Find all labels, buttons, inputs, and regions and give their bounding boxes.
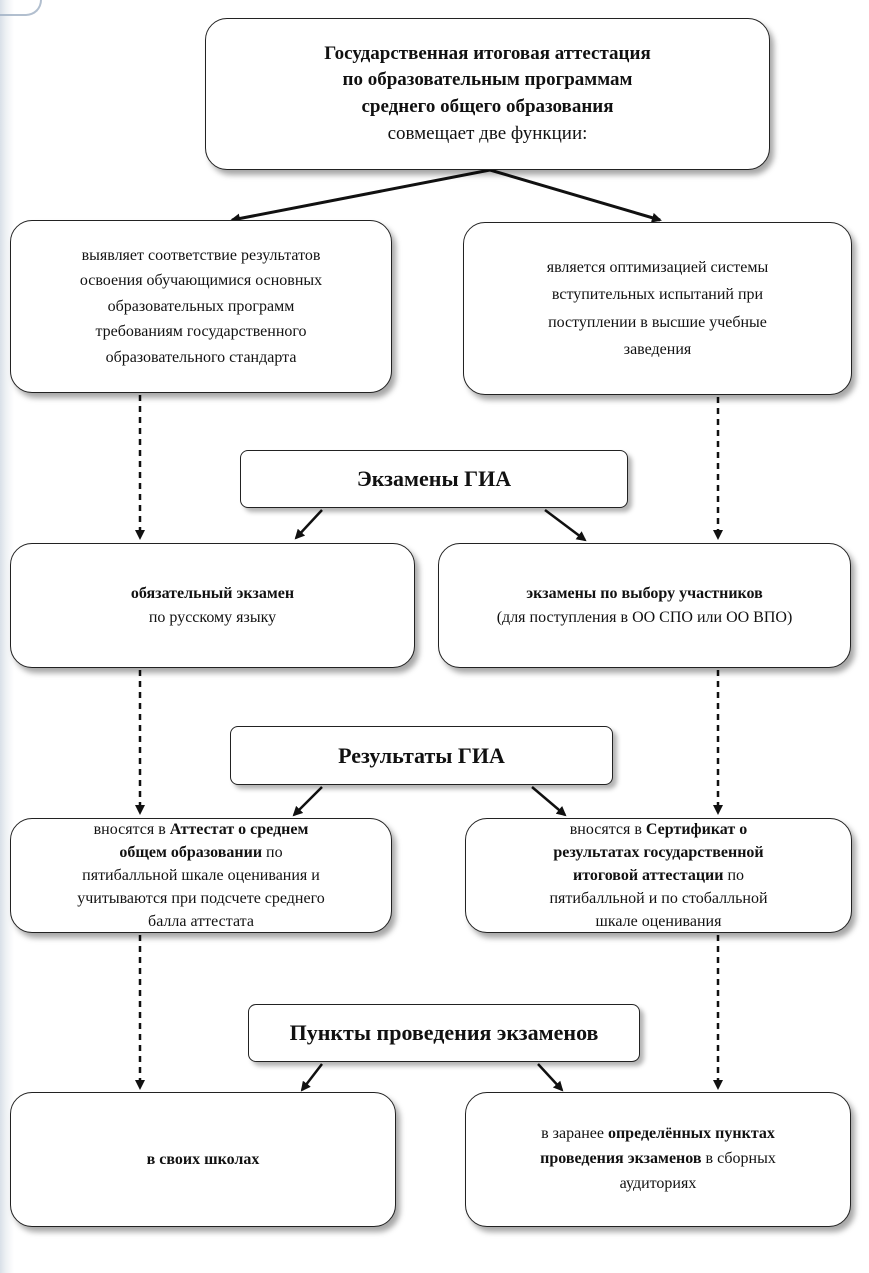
label-exams-text: Экзамены ГИА [356,466,512,491]
box-point-designated: в заранее определённых пунктах проведени… [465,1092,851,1227]
arrow-exams-left [294,509,323,540]
label-results-text: Результаты ГИА [338,742,505,768]
func-left-line: образовательных программ [107,297,295,315]
func-right-line: поступлении в высшие учебные [548,313,767,331]
box-point-schools: в своих школах [10,1092,396,1227]
point-right-bold2: проведения экзаменов [540,1150,702,1168]
result-right-post3: по [723,866,745,884]
result-left-pre: вносятся в [93,820,170,838]
result-left-l4: учитываются при подсчете среднего [77,890,325,908]
func-left-line: выявляет соответствие результатов [81,246,321,264]
exam-right-bold: экзамены по выбору участников [526,585,763,603]
point-right-line2: проведения экзаменов в сборных [540,1147,776,1172]
top-line1: Государственная итоговая аттестация [324,42,651,64]
exam-right-normal: (для поступления в ОО СПО или ОО ВПО) [496,608,793,626]
box-function-right: является оптимизацией системы вступитель… [463,222,852,395]
point-left-text: в своих школах [146,1150,260,1168]
exam-left-bold: обязательный экзамен [130,585,295,603]
result-right-line1: вносятся в Сертификат о [570,818,748,841]
func-right-line: вступительных испытаний при [551,286,764,304]
func-right-line: является оптимизацией системы [546,259,769,277]
result-right-bold3: итоговой аттестации [572,866,724,884]
func-left-line: требованиям государственного [95,323,307,341]
arrow-top-right [489,168,662,223]
point-right-line1: в заранее определённых пунктах [541,1122,775,1147]
label-exams: Экзамены ГИА [240,450,628,508]
arrow-top-left [230,168,491,224]
arrow-points-left [300,1063,323,1092]
result-right-bold1: Сертификат о [645,820,748,838]
result-right-bold2: результатах государственной [553,843,764,861]
box-gia-description: Государственная итоговая аттестация по о… [205,18,770,170]
func-left-line: освоения обучающимися основных [79,272,323,290]
result-left-line2: общем образовании по [119,841,282,864]
box-result-certificate: вносятся в Сертификат о результатах госу… [465,818,852,933]
result-right-l5: пятибалльной и по стобалльной [549,890,768,908]
box-exam-choice: экзамены по выбору участников (для посту… [438,543,851,668]
arrow-results-right [531,786,567,817]
top-line4: совмещает две функции: [387,122,588,144]
label-points-text: Пункты проведения экзаменов [289,1020,599,1045]
point-right-bold1: определённых пунктах [607,1125,775,1143]
label-exam-points: Пункты проведения экзаменов [248,1004,640,1062]
box-result-attestat: вносятся в Аттестат о среднем общем обра… [10,818,392,933]
result-left-bold1: Аттестат о среднем [169,820,309,838]
result-left-post1: по [262,843,283,861]
point-right-post2: в сборных [701,1150,776,1168]
box-exam-mandatory: обязательный экзамен по русскому языку [10,543,415,668]
top-line3: среднего общего образования [361,96,614,117]
func-left-line: образовательного стандарта [105,348,297,366]
arrow-exams-right [544,509,587,542]
result-left-line1: вносятся в Аттестат о среднем [94,818,309,841]
result-left-l5: балла аттестата [148,913,254,931]
exam-left-normal: по русскому языку [148,608,277,626]
func-right-line: заведения [623,340,692,358]
label-results: Результаты ГИА [230,726,613,785]
arrow-results-left [292,786,323,817]
result-left-bold2: общем образовании [119,843,263,861]
result-right-line3: итоговой аттестации по [573,864,744,887]
result-left-l3: пятибалльной шкале оценивания и [82,866,320,884]
top-line2: по образовательным программам [342,69,633,91]
result-right-l6: шкале оценивания [595,913,722,931]
point-right-l3: аудиториях [619,1174,697,1192]
arrow-points-right [537,1063,564,1092]
result-right-pre: вносятся в [569,820,646,838]
point-right-pre: в заранее [541,1125,608,1143]
box-function-left: выявляет соответствие результатов освоен… [10,220,392,393]
